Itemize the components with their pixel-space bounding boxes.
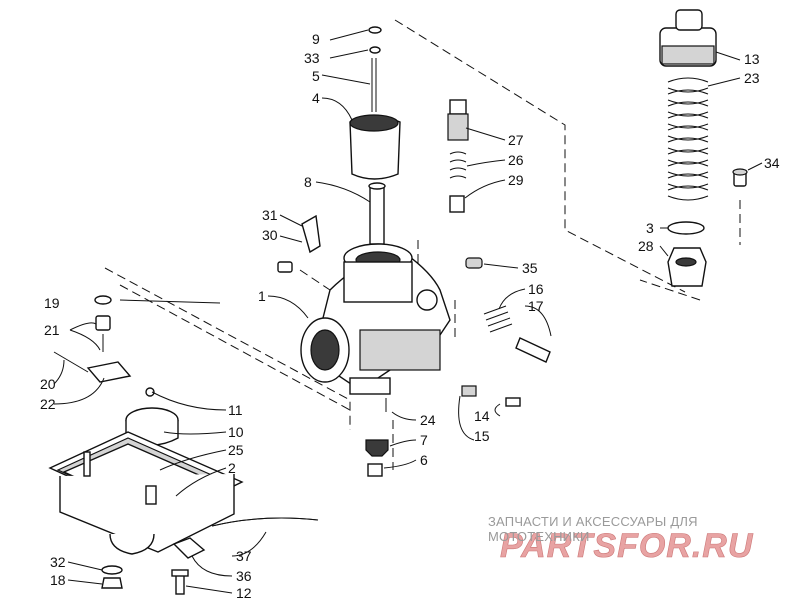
callout-5: 5 bbox=[312, 68, 320, 84]
callout-9: 9 bbox=[312, 31, 320, 47]
callout-32: 32 bbox=[50, 554, 66, 570]
leader-lines bbox=[53, 29, 763, 594]
guide-lines bbox=[104, 19, 741, 470]
callout-21: 21 bbox=[44, 322, 60, 338]
callout-14: 14 bbox=[474, 408, 490, 424]
callout-15: 15 bbox=[474, 428, 490, 444]
callout-34: 34 bbox=[764, 155, 780, 171]
callout-10: 10 bbox=[228, 424, 244, 440]
callout-19: 19 bbox=[44, 295, 60, 311]
top-cap-assembly bbox=[659, 9, 748, 287]
small-parts bbox=[277, 214, 551, 477]
callout-6: 6 bbox=[420, 452, 428, 468]
callout-22: 22 bbox=[40, 396, 56, 412]
callout-25: 25 bbox=[228, 442, 244, 458]
pilot-jet-assembly bbox=[447, 99, 469, 213]
callout-23: 23 bbox=[744, 70, 760, 86]
callout-3: 3 bbox=[646, 220, 654, 236]
watermark-brand: PARTSFOR.RU bbox=[500, 527, 754, 565]
callout-20: 20 bbox=[40, 376, 56, 392]
callout-28: 28 bbox=[638, 238, 654, 254]
callout-2: 2 bbox=[228, 460, 236, 476]
spring bbox=[667, 77, 709, 201]
callout-33: 33 bbox=[304, 50, 320, 66]
callout-13: 13 bbox=[744, 51, 760, 67]
callout-30: 30 bbox=[262, 227, 278, 243]
callout-36: 36 bbox=[236, 568, 252, 584]
float-bowl-assembly bbox=[48, 407, 244, 589]
callout-8: 8 bbox=[304, 174, 312, 190]
callout-26: 26 bbox=[508, 152, 524, 168]
callout-18: 18 bbox=[50, 572, 66, 588]
callout-27: 27 bbox=[508, 132, 524, 148]
needle-valve-parts bbox=[53, 295, 155, 397]
drain-hose-and-bracket bbox=[171, 517, 319, 595]
callout-37: 37 bbox=[236, 548, 252, 564]
callout-24: 24 bbox=[420, 412, 436, 428]
callout-labels: 9 33 5 4 8 31 30 1 27 26 29 13 23 34 3 2… bbox=[40, 31, 780, 601]
callout-7: 7 bbox=[420, 432, 428, 448]
throttle-slide-assembly bbox=[349, 26, 401, 245]
carburetor-body bbox=[300, 243, 451, 395]
watermark-tagline: ЗАПЧАСТИ И АКСЕССУАРЫ ДЛЯ МОТОТЕХНИКИ bbox=[488, 514, 698, 544]
callout-29: 29 bbox=[508, 172, 524, 188]
callout-1: 1 bbox=[258, 288, 266, 304]
callout-12: 12 bbox=[236, 585, 252, 601]
callout-11: 11 bbox=[228, 402, 243, 418]
callout-35: 35 bbox=[522, 260, 538, 276]
callout-17: 17 bbox=[528, 298, 544, 314]
callout-31: 31 bbox=[262, 207, 278, 223]
callout-16: 16 bbox=[528, 281, 544, 297]
callout-4: 4 bbox=[312, 90, 320, 106]
